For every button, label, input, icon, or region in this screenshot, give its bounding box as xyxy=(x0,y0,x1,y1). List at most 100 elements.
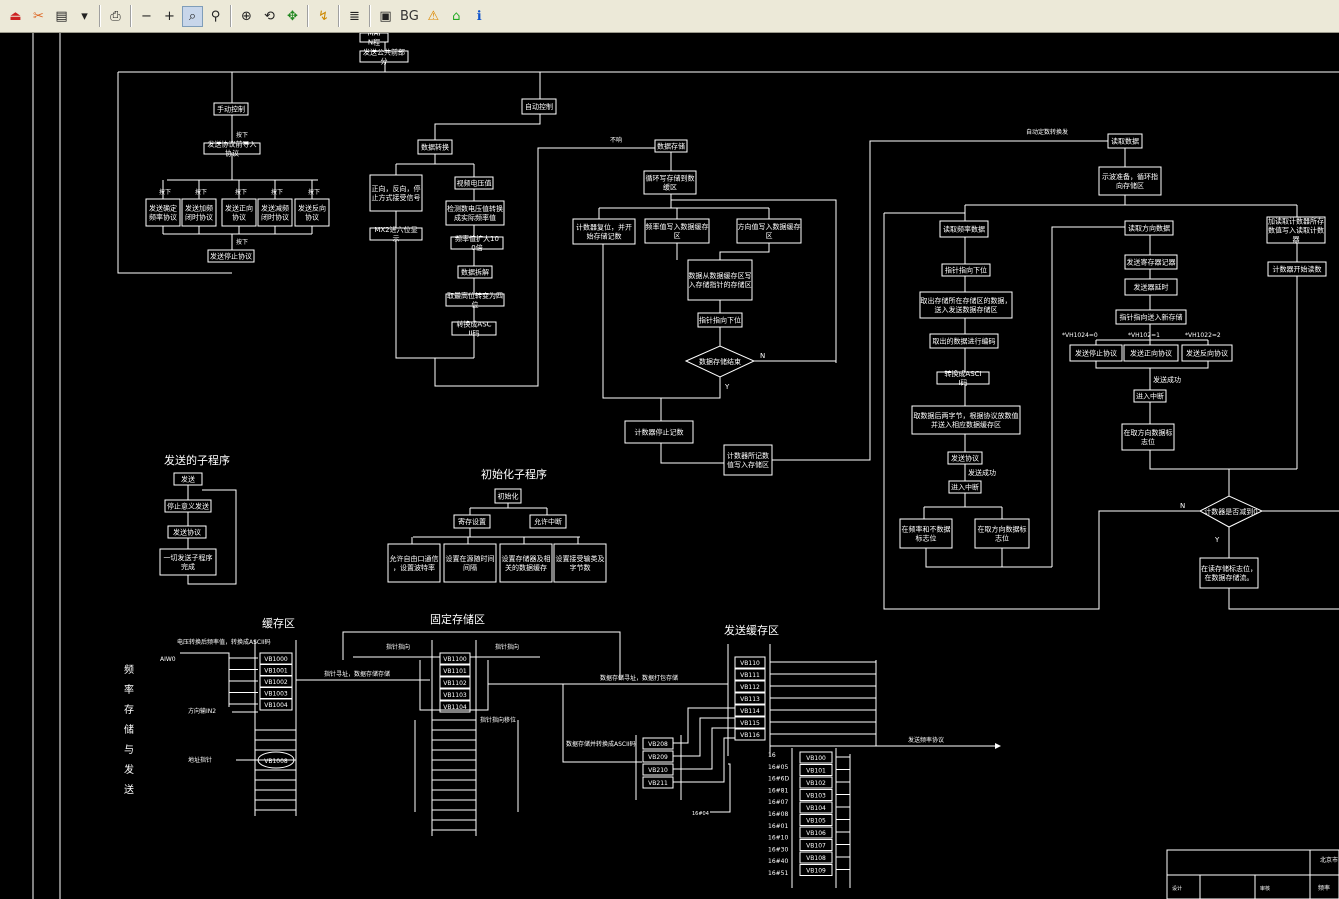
send-register[interactable] xyxy=(734,716,766,729)
key-protocol-box[interactable] xyxy=(181,198,217,227)
read-freq-box[interactable] xyxy=(939,220,989,238)
send-delay-box[interactable] xyxy=(1124,278,1178,296)
init-int-box[interactable] xyxy=(529,514,567,529)
key-protocol-box[interactable] xyxy=(221,198,257,227)
fwd-prot-box[interactable] xyxy=(1123,344,1179,362)
send-register[interactable] xyxy=(734,728,766,741)
open-icon[interactable]: ✂ xyxy=(33,8,44,24)
buffer-box[interactable] xyxy=(643,170,697,195)
send-register[interactable] xyxy=(734,704,766,717)
buffer-box-text: 循环写存储到数 xyxy=(646,174,695,183)
bg-toggle-label[interactable]: BG xyxy=(400,8,419,24)
buffer-register[interactable] xyxy=(259,698,293,711)
info-icon[interactable]: ℹ xyxy=(476,8,482,24)
key-protocol-box[interactable] xyxy=(257,198,293,227)
auto-control-box[interactable] xyxy=(521,98,557,115)
send-register[interactable] xyxy=(734,692,766,705)
press-label: 按下 xyxy=(235,188,247,196)
signal-box[interactable] xyxy=(369,174,423,212)
home-icon[interactable]: ⌂ xyxy=(452,8,461,24)
zoom-realtime-icon[interactable]: ⚲ xyxy=(210,8,221,24)
ascii-box[interactable] xyxy=(936,371,990,385)
step-box[interactable] xyxy=(450,236,504,250)
dir-flag2-box-text: 在取方向数据标 xyxy=(1124,428,1173,437)
print-icon[interactable]: ⎙ xyxy=(110,8,121,24)
rev-prot-box[interactable] xyxy=(1181,344,1233,362)
init-item-box[interactable] xyxy=(499,543,553,583)
freq-segment-box[interactable] xyxy=(919,291,1013,319)
fixed-register[interactable] xyxy=(439,652,471,665)
buffer-move-box[interactable] xyxy=(687,259,753,301)
dir-flag-box[interactable] xyxy=(974,518,1030,549)
bottom-register[interactable] xyxy=(799,839,833,851)
send-reg-box[interactable] xyxy=(1124,254,1178,270)
manual-control-box[interactable] xyxy=(213,102,249,116)
read-ready-box[interactable] xyxy=(1098,166,1162,196)
bottom-register[interactable] xyxy=(799,776,833,789)
send-register[interactable] xyxy=(734,656,766,669)
ptr-dir-box[interactable] xyxy=(1115,309,1187,325)
init-item-box[interactable] xyxy=(387,543,441,583)
bottom-register[interactable] xyxy=(799,814,833,826)
count-reset-box[interactable] xyxy=(572,218,636,245)
regen-icon[interactable]: ↯ xyxy=(318,8,329,24)
step-box[interactable] xyxy=(457,265,493,279)
bottom-register[interactable] xyxy=(799,801,833,814)
send-register[interactable] xyxy=(734,668,766,681)
exit-icon[interactable]: ⏏ xyxy=(9,8,22,24)
zoom-in-icon[interactable]: + xyxy=(164,8,175,24)
bottom-register-text: VB101 xyxy=(806,768,826,775)
bottom-register[interactable] xyxy=(799,851,833,864)
step-box[interactable] xyxy=(445,200,505,226)
read-dir-box[interactable] xyxy=(1124,220,1174,236)
fixed-register[interactable] xyxy=(439,676,471,689)
send-sub-box[interactable] xyxy=(159,548,217,576)
dir-flag2-box[interactable] xyxy=(1121,423,1175,451)
warning-icon[interactable]: ⚠ xyxy=(427,8,440,24)
check-bytes-box[interactable] xyxy=(911,405,1021,435)
dropdown-icon[interactable]: ▾ xyxy=(81,8,88,24)
background-icon[interactable]: ▣ xyxy=(379,8,392,24)
fixed-register[interactable] xyxy=(439,664,471,677)
common-box[interactable] xyxy=(359,50,409,63)
read-dir-box-text: 读取方向数据 xyxy=(1128,224,1170,233)
bottom-register[interactable] xyxy=(799,864,833,876)
init-item-box[interactable] xyxy=(553,543,607,583)
zoom-extents-icon[interactable]: ⊕ xyxy=(241,8,252,24)
main-box[interactable] xyxy=(359,33,389,43)
init-item-box[interactable] xyxy=(443,543,497,583)
bottom-register[interactable] xyxy=(799,764,833,776)
dir-write-box[interactable] xyxy=(736,218,802,244)
send-register-text: VB114 xyxy=(740,708,760,715)
fixed-register[interactable] xyxy=(439,700,471,713)
step-box[interactable] xyxy=(445,293,505,307)
flow-line xyxy=(180,652,230,707)
ptr-addr-label: 指针寻址，数据存储存储 xyxy=(324,670,390,678)
count-read-box[interactable] xyxy=(1266,216,1326,244)
zoom-window-icon[interactable]: ⌕ xyxy=(182,5,203,27)
flag-label: *VH1022=2 xyxy=(1185,332,1221,339)
bottom-register[interactable] xyxy=(799,826,833,839)
fixed-register[interactable] xyxy=(439,688,471,701)
zoom-previous-icon[interactable]: ⟲ xyxy=(264,8,275,24)
pan-icon[interactable]: ✥ xyxy=(287,8,298,24)
bottom-register[interactable] xyxy=(799,789,833,801)
count-save-box[interactable] xyxy=(723,444,773,476)
freq-flag-box[interactable] xyxy=(899,518,953,549)
cad-drawing-canvas[interactable]: MAIN程发送公共前部分手动控制按下发送协议前导入协议按下发送确定频率协议按下发… xyxy=(0,33,1339,899)
layers-icon[interactable]: ▤ xyxy=(55,8,68,24)
bottom-register[interactable] xyxy=(799,751,833,764)
init-reg-box[interactable] xyxy=(453,514,491,529)
press-label: 按下 xyxy=(271,188,283,196)
send-sub-box[interactable] xyxy=(167,525,207,539)
zoom-out-icon[interactable]: − xyxy=(141,8,152,24)
encode-box[interactable] xyxy=(929,333,999,349)
send-stop-box[interactable] xyxy=(207,249,255,263)
send-register[interactable] xyxy=(734,680,766,693)
key-protocol-box[interactable] xyxy=(294,198,330,227)
final-reset-box[interactable] xyxy=(1199,557,1259,589)
ptr-down-box[interactable] xyxy=(941,263,991,277)
count-stop-box[interactable] xyxy=(624,420,694,444)
key-protocol-box[interactable] xyxy=(145,198,181,227)
layer-list-icon[interactable]: ≣ xyxy=(349,8,360,24)
